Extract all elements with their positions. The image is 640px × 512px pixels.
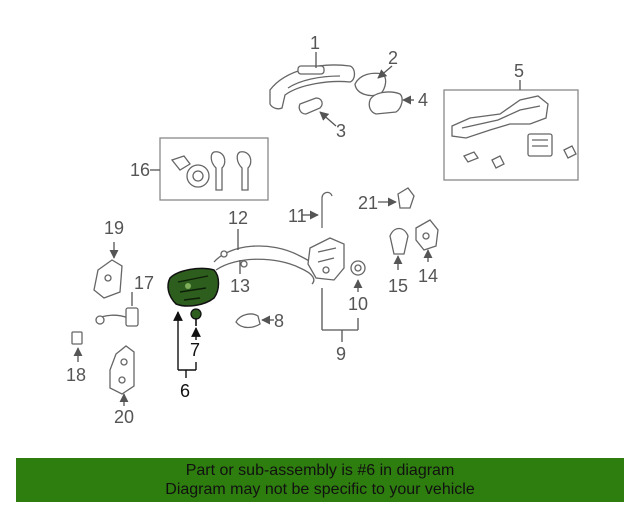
label-part-17: 17: [134, 273, 154, 293]
clip-part-18: [71, 331, 83, 345]
hinge-part-20: [109, 345, 135, 395]
label-part-11: 11: [288, 206, 307, 226]
label-part-16: 16: [130, 160, 150, 180]
label-part-9: 9: [336, 344, 346, 364]
lock-rod-part: [321, 191, 333, 228]
label-part-1: 1: [310, 33, 320, 53]
leader-2: [377, 65, 393, 79]
part-info-banner: Part or sub-assembly is #6 in diagram Di…: [16, 458, 624, 502]
label-part-21: 21: [358, 193, 378, 213]
leader-3: [319, 111, 337, 127]
label-part-7: 7: [190, 340, 200, 360]
label-part-5: 5: [514, 61, 524, 81]
key-set-box: [159, 137, 269, 201]
check-strap-part: [95, 307, 139, 327]
door-latch-part: [307, 237, 345, 281]
clip-part: [397, 187, 415, 209]
label-part-3: 3: [336, 121, 346, 141]
label-part-10: 10: [348, 294, 368, 314]
lock-cylinder-and-keys: [170, 151, 252, 191]
label-part-19: 19: [104, 218, 124, 238]
label-part-6: 6: [180, 381, 190, 401]
handle-pad-part: [298, 97, 323, 115]
banner-line-2: Diagram may not be specific to your vehi…: [165, 481, 475, 498]
handle-frame-part: [451, 95, 577, 169]
label-part-12: 12: [228, 208, 248, 228]
banner-line-1: Part or sub-assembly is #6 in diagram: [185, 462, 455, 479]
outside-handle-part: [269, 64, 356, 110]
label-part-8: 8: [274, 311, 284, 331]
inside-handle-part-6: [167, 267, 220, 307]
label-part-4: 4: [418, 90, 428, 110]
frame-assembly-box: [443, 89, 579, 181]
label-part-15: 15: [388, 276, 408, 296]
label-part-14: 14: [418, 266, 438, 286]
label-part-20: 20: [114, 407, 134, 427]
handle-cap-part: [354, 72, 387, 97]
screw-part-7: [190, 308, 202, 326]
label-part-13: 13: [230, 276, 250, 296]
parts-diagram: 1 2 3 4 5 16 11 21: [66, 33, 579, 427]
handle-bezel-part: [368, 91, 403, 115]
bracket-part-8: [235, 313, 261, 329]
label-part-2: 2: [388, 48, 398, 68]
label-part-18: 18: [66, 365, 86, 385]
latch-cover-part: [389, 227, 409, 255]
